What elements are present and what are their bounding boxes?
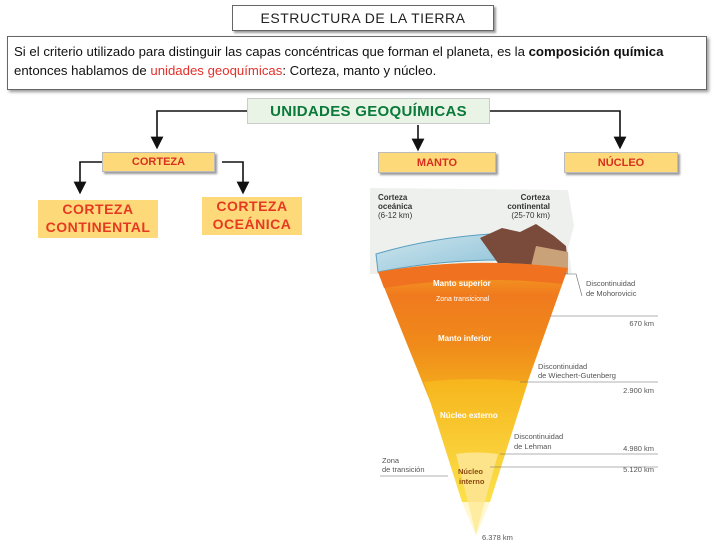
- nucleo-interno-label: Núcleo: [458, 467, 483, 476]
- connector-corteza: [150, 110, 247, 150]
- corteza-box: CORTEZA: [102, 152, 215, 172]
- connector-continental: [73, 161, 102, 195]
- corteza-continental-km: (25-70 km): [511, 211, 550, 220]
- depth-5120-label: 5.120 km: [623, 465, 654, 474]
- earth-structure-diagram: Corteza oceánica (6-12 km) Corteza conti…: [370, 188, 658, 542]
- nucleo-box: NÚCLEO: [564, 152, 678, 173]
- moho-line: [564, 273, 583, 297]
- manto-box: MANTO: [378, 152, 496, 173]
- depth-6378-label: 6.378 km: [482, 533, 513, 542]
- connector-oceanica: [222, 161, 250, 195]
- corteza-oceanica-box: CORTEZA OCEÁNICA: [202, 197, 302, 235]
- moho-label-2: de Mohorovicic: [586, 289, 637, 298]
- corteza-oceanica-line1: CORTEZA: [216, 198, 288, 214]
- outer-core-section: [424, 379, 528, 502]
- connector-nucleo: [490, 110, 627, 150]
- zona-transicional-label: Zona transicional: [436, 296, 490, 303]
- wg-label: Discontinuidad: [538, 362, 587, 371]
- corteza-continental-label: Corteza: [521, 193, 551, 202]
- corteza-oceanica-line2: OCEÁNICA: [212, 216, 292, 232]
- lehman-label-2: de Lehman: [514, 442, 552, 451]
- intro-part3: : Corteza, manto y núcleo.: [282, 63, 437, 78]
- moho-label: Discontinuidad: [586, 279, 635, 288]
- corteza-oceanica-label-2: oceánica: [378, 202, 413, 211]
- intro-text: Si el criterio utilizado para distinguir…: [7, 36, 707, 90]
- units-title: UNIDADES GEOQUÍMICAS: [247, 98, 490, 124]
- nucleo-externo-label: Núcleo externo: [440, 411, 498, 420]
- manto-superior-band: [378, 262, 568, 288]
- corteza-continental-box: CORTEZA CONTINENTAL: [38, 200, 158, 238]
- nucleo-interno-label-2: interno: [459, 477, 485, 486]
- lehman-label: Discontinuidad: [514, 432, 563, 441]
- zona-transicion-label-2: de transición: [382, 465, 425, 474]
- depth-670-label: 670 km: [629, 319, 654, 328]
- intro-highlight: unidades geoquímicas: [150, 63, 283, 78]
- corteza-oceanica-label: Corteza: [378, 193, 408, 202]
- intro-part1: Si el criterio utilizado para distinguir…: [14, 44, 529, 59]
- corteza-continental-label-2: continental: [507, 202, 550, 211]
- intro-part2: entonces hablamos de: [14, 63, 151, 78]
- manto-inferior-label: Manto inferior: [438, 334, 491, 343]
- page-title: ESTRUCTURA DE LA TIERRA: [232, 5, 494, 31]
- corteza-oceanica-km: (6-12 km): [378, 211, 413, 220]
- corteza-continental-line2: CONTINENTAL: [45, 219, 151, 235]
- zona-transicion-label: Zona: [382, 456, 400, 465]
- depth-4980-label: 4.980 km: [623, 444, 654, 453]
- inner-core-section: [456, 452, 498, 534]
- intro-bold: composición química: [528, 44, 664, 59]
- wg-label-2: de Wiechert-Gutenberg: [538, 371, 616, 380]
- earth-center-tip: [462, 502, 490, 536]
- manto-superior-label: Manto superior: [433, 279, 491, 288]
- corteza-continental-line1: CORTEZA: [62, 201, 134, 217]
- depth-2900-label: 2.900 km: [623, 386, 654, 395]
